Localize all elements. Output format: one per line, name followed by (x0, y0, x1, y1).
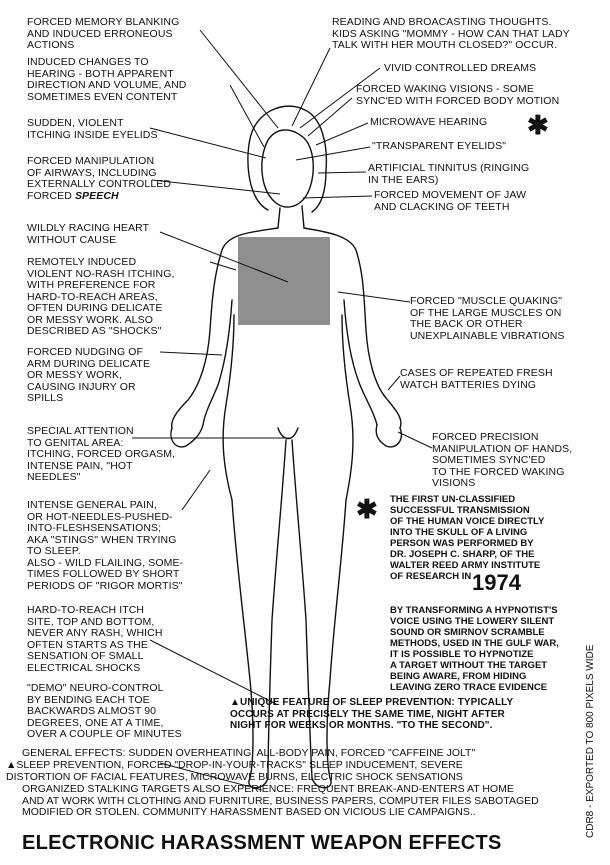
label-airways: FORCED MANIPULATION OF AIRWAYS, INCLUDIN… (27, 155, 172, 202)
leader-itching-eyelids (149, 127, 267, 159)
left-arm-inner (202, 299, 233, 426)
label-precision-manipulation: FORCED PRECISION MANIPULATION OF HANDS, … (432, 431, 573, 489)
label-transparent-eyelids: "TRANSPARENT EYELIDS" (372, 140, 507, 152)
leader-hearing (229, 84, 265, 148)
label-racing-heart: WILDLY RACING HEART WITHOUT CAUSE (27, 222, 150, 246)
note-sleep-prevention: ▲UNIQUE FEATURE OF SLEEP PREVENTION: TYP… (230, 697, 513, 732)
label-memory-blanking: FORCED MEMORY BLANKING AND INDUCED ERRON… (27, 16, 180, 51)
right-leg-inner (291, 439, 313, 779)
label-artificial-tinnitus: ARTIFICIAL TINNITUS (RINGING IN THE EARS… (368, 162, 530, 186)
label-watch-batteries: CASES OF REPEATED FRESH WATCH BATTERIES … (400, 367, 553, 391)
chest-square (238, 237, 330, 325)
label-waking-visions: FORCED WAKING VISIONS - SOME SYNC'ED WIT… (356, 83, 560, 107)
note-sleep-prevention-text: UNIQUE FEATURE OF SLEEP PREVENTION: TYPI… (230, 697, 514, 731)
note-year: 1974 (472, 570, 521, 595)
torso-right-outline (303, 227, 402, 429)
leader-precision (397, 431, 433, 449)
right-hand (375, 424, 403, 448)
asterisk-microwave-icon: ✱ (527, 110, 549, 140)
leader-dreams (299, 67, 381, 129)
leader-eyelids (295, 146, 371, 161)
note-first-transmission: THE FIRST UN-CLASSIFIED SUCCESSFUL TRANS… (390, 494, 545, 582)
leader-heart (159, 231, 289, 283)
label-genital-area: SPECIAL ATTENTION TO GENITAL AREA: ITCHI… (27, 425, 176, 483)
label-remote-itching: REMOTELY INDUCED VIOLENT NO-RASH ITCHING… (27, 256, 175, 337)
leader-jaw (302, 195, 373, 199)
footer-sleep-line: ▲SLEEP PREVENTION, FORCED "DROP-IN-YOUR-… (6, 759, 463, 783)
label-itch-site: HARD-TO-REACH ITCH SITE, TOP AND BOTTOM,… (27, 604, 163, 674)
label-vivid-dreams: VIVID CONTROLLED DREAMS (384, 62, 537, 74)
leader-demo (159, 762, 263, 791)
label-general-pain: INTENSE GENERAL PAIN, OR HOT-NEEDLES-PUS… (27, 499, 184, 592)
label-muscle-quaking: FORCED "MUSCLE QUAKING" OF THE LARGE MUS… (410, 295, 565, 342)
label-airways-speech: SPEECH (74, 189, 119, 202)
leader-nudging (159, 351, 223, 356)
leader-watch (387, 375, 401, 391)
footer-general-effects: GENERAL EFFECTS: SUDDEN OVERHEATING, ALL… (22, 747, 476, 759)
leader-itch-site (149, 639, 277, 705)
page-title: ELECTRONIC HARASSMENT WEAPON EFFECTS (22, 832, 502, 854)
leader-microwave (315, 122, 369, 146)
label-jaw-movement: FORCED MOVEMENT OF JAW AND CLACKING OF T… (374, 189, 527, 213)
leader-waking (307, 97, 353, 137)
leader-remote-itching (209, 261, 237, 271)
hair-outline (247, 105, 328, 213)
right-leg-outer (326, 499, 347, 779)
label-microwave-hearing: MICROWAVE HEARING (370, 116, 488, 128)
right-foot (311, 777, 332, 789)
leader-airways (151, 179, 281, 195)
left-leg-inner (267, 439, 287, 779)
hips-outline (222, 314, 235, 501)
label-airways-text: FORCED MANIPULATION OF AIRWAYS, INCLUDIN… (27, 155, 172, 202)
face-outline (261, 129, 314, 208)
note-hypnotist: BY TRANSFORMING A HYPNOTIST'S VOICE USIN… (390, 605, 559, 693)
leader-general-pain (181, 469, 211, 511)
label-forced-nudging: FORCED NUDGING OF ARM DURING DELICATE OR… (27, 346, 151, 404)
side-credit: CDR8 - EXPORTED TO 800 PIXELS WIDE (585, 644, 596, 838)
torso-left-outline (171, 227, 279, 429)
label-hearing-changes: INDUCED CHANGES TO HEARING - BOTH APPARE… (27, 56, 187, 103)
label-itching-eyelids: SUDDEN, VIOLENT ITCHING INSIDE EYELIDS (27, 117, 158, 141)
left-leg-outer (231, 499, 254, 779)
neck-outline (277, 205, 305, 229)
footer-stalking: ORGANIZED STALKING TARGETS ALSO EXPERIEN… (22, 783, 539, 818)
crotch-line (277, 427, 299, 440)
footer-sleep-text: SLEEP PREVENTION, FORCED "DROP-IN-YOUR-T… (6, 759, 463, 783)
footer-triangle-icon: ▲ (6, 759, 17, 771)
left-hand (170, 424, 204, 448)
leader-memory (199, 29, 279, 129)
hips-outline-right (341, 314, 354, 501)
label-reading-thoughts: READING AND BROACASTING THOUGHTS. KIDS A… (332, 16, 570, 51)
label-demo-neuro-control: "DEMO" NEURO-CONTROL BY BENDING EACH TOE… (27, 682, 182, 740)
leader-reading (291, 47, 331, 127)
right-arm-inner (343, 299, 378, 426)
leader-quaking (337, 291, 411, 303)
leader-tinnitus (317, 171, 367, 174)
triangle-icon: ▲ (230, 697, 240, 708)
asterisk-note-icon: ✱ (356, 494, 378, 524)
